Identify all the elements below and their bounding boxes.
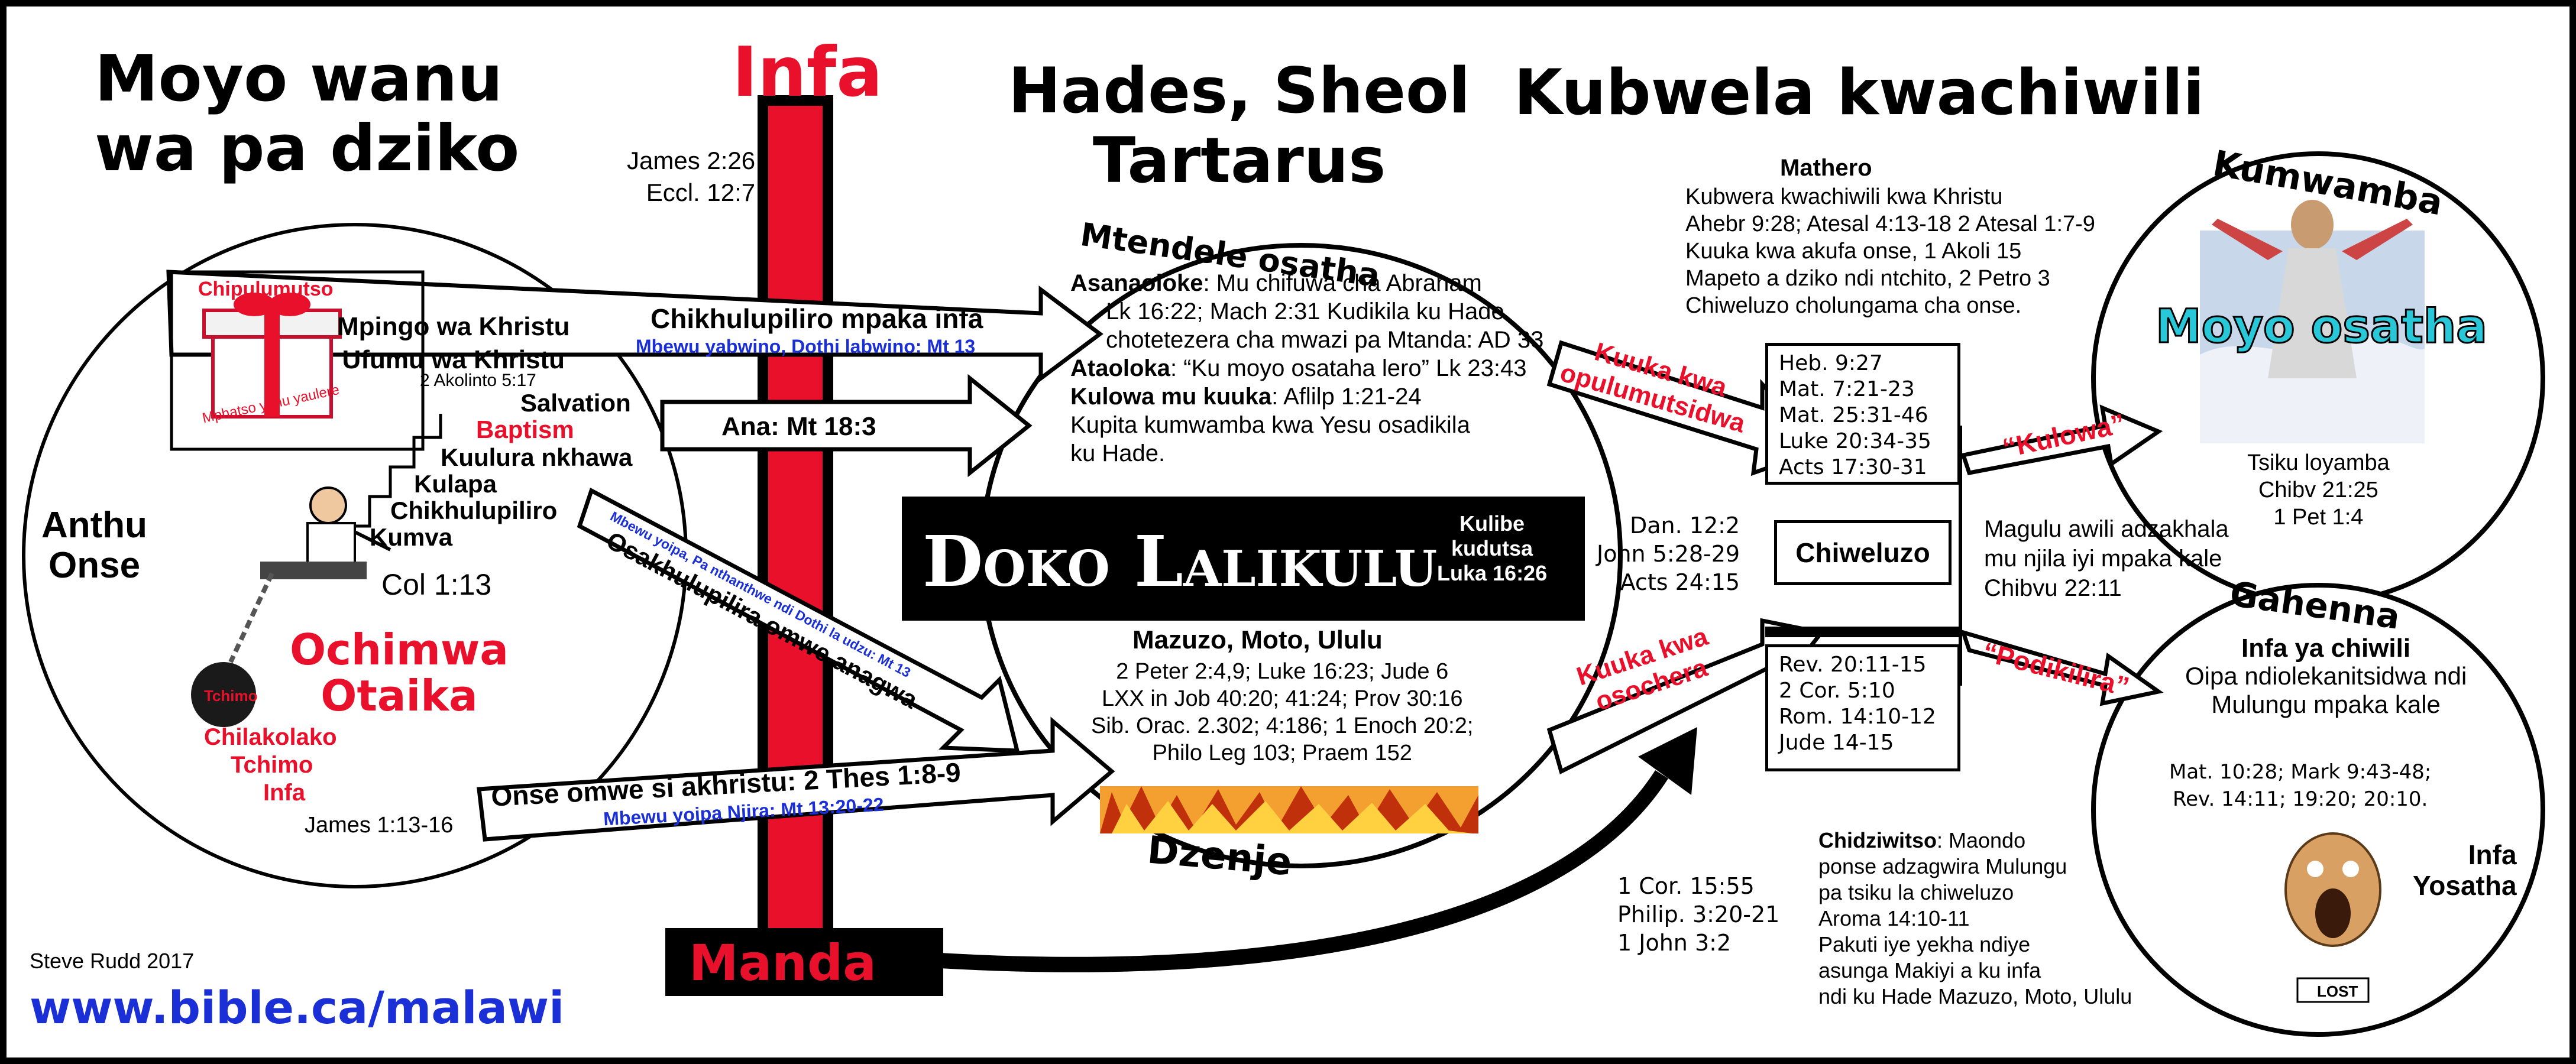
ana-arrow-text: Ana: Mt 18:3: [721, 412, 876, 441]
judgment-refs-lower: Rev. 20:11-15 2 Cor. 5:10 Rom. 14:10-12 …: [1765, 644, 1960, 771]
fallen-arrow: [577, 487, 1020, 753]
gift-label: Chipulumutso: [198, 278, 334, 300]
enter-heaven-arrow: [1960, 404, 2163, 476]
ball-chain-icon: [191, 572, 274, 727]
judgment-bar-bottom: [1765, 627, 1960, 637]
warning-text: Chidziwitso: Maondo ponse adzagwira Mulu…: [1818, 828, 2132, 1008]
unbeliever-arrow: [477, 716, 1115, 842]
paradise-line: Ataoloka: “Ku moyo osataha lero” Lk 23:4…: [1070, 355, 1527, 381]
second-death: Infa ya chiwili: [2241, 634, 2411, 663]
torment-refs: 2 Peter 2:4,9; Luke 16:23; Jude 6 LXX in…: [1091, 659, 1474, 765]
resurrection-refs: 1 Cor. 15:55 Philip. 3:20-21 1 John 3:2: [1617, 873, 1780, 956]
sin-chain-desire: Chilakolako: [204, 724, 337, 750]
tchimo-ball-label: Tchimo: [204, 687, 258, 705]
hell-circle: [2091, 583, 2545, 1037]
source-url[interactable]: www.bible.ca/malawi: [30, 981, 565, 1034]
col-ref: Col 1:13: [381, 568, 492, 601]
james-ref-2: James 1:13-16: [305, 813, 454, 838]
step-baptism: Baptism: [476, 416, 574, 443]
two-paths-text: Magulu awili adzakhala mu njila iyi mpak…: [1984, 516, 2229, 601]
james-ref: James 2:26 Eccl. 12:7: [627, 147, 756, 206]
author: Steve Rudd 2017: [30, 949, 195, 973]
title-infa: Infa: [732, 33, 883, 112]
label-grave: Manda: [689, 934, 876, 992]
label-all-people: Anthu Onse: [41, 505, 148, 586]
title-earthly-life: Moyo wanu wa pa dziko: [95, 42, 520, 186]
gulf-label: Doko Lalikulu: [923, 520, 1438, 602]
heaven-refs: Tsiku loyamba Chibv 21:25 1 Pet 1:4: [2247, 450, 2390, 530]
manda-box: [665, 928, 943, 996]
step-faith: Chikhulupiliro: [390, 497, 558, 524]
step-confession: Kuulura nkhawa: [441, 443, 633, 471]
title-second-coming: Kubwela kwachiwili: [1514, 56, 2205, 129]
church-label: Mpingo wa Khristu Ufumu wa Khristu: [337, 312, 570, 374]
paradise-line: ku Hade.: [1070, 440, 1166, 466]
faithful-arrow-title: Chikhulupiliro mpaka infa: [651, 303, 983, 334]
judgment-refs-upper: Heb. 9:27 Mat. 7:21-23 Mat. 25:31-46 Luk…: [1765, 343, 1960, 485]
stairs: [355, 414, 442, 528]
grave-arrow: [940, 770, 1668, 972]
mathero-lines: Kubwera kwachiwili kwa Khristu Ahebr 9:2…: [1685, 184, 2095, 318]
label-sinner-lost: Ochimwa Otaika: [290, 625, 509, 721]
screaming-face-icon: [2284, 832, 2381, 1003]
paradise-line: Asanaoloke: Mu chifuwa cha Abraham: [1070, 270, 1482, 296]
step-repent: Kulapa: [414, 470, 497, 498]
step-hear: Kumva: [370, 523, 453, 551]
lost-sign: LOST: [2317, 982, 2358, 1000]
fire-flames: [1100, 786, 1478, 833]
paradise-line: Lk 16:22; Mach 2:31 Kudikila ku Hade: [1106, 299, 1504, 325]
torment-title: Mazuzo, Moto, Ululu: [1132, 625, 1383, 654]
man-climbing-icon: [260, 486, 391, 579]
eternal-death: Infa Yosatha: [2413, 839, 2517, 901]
heaven-jesus-image: [2200, 200, 2425, 443]
sin-chain-sin: Tchimo: [231, 752, 313, 778]
ana-arrow: [660, 374, 1033, 478]
hell-separated: Oipa ndiolekanitsidwa ndi Mulungu mpaka …: [2185, 662, 2467, 718]
faithful-arrow-sub: Mbewu yabwino, Dothi labwino: Mt 13: [636, 336, 976, 357]
step-salvation: Salvation: [520, 389, 631, 417]
paradise-text: Asanaoloke: Mu chifuwa cha Abraham Lk 16…: [1070, 269, 1543, 468]
paradise-line: Kulowa mu kuuka: Aflilp 1:21-24: [1070, 384, 1422, 410]
mathero-title: Mathero: [1780, 155, 1872, 181]
paradise-line: chotetezera cha mwazi pa Mtanda: AD 33: [1106, 327, 1544, 353]
paradise-line: Kupita kumwamba kwa Yesu osadikila: [1070, 412, 1470, 438]
gulf-band: [902, 497, 1585, 621]
hell-refs: Mat. 10:28; Mark 9:43-48; Rev. 14:11; 19…: [2169, 760, 2432, 811]
judgment-label: Chiweluzo: [1774, 520, 1952, 585]
depart-hell-arrow: [1960, 629, 2164, 706]
akolinto-ref: 2 Akolinto 5:17: [420, 371, 536, 390]
gift-icon: [202, 293, 342, 419]
heaven-eternal-life: Moyo osatha: [2155, 300, 2488, 355]
grave-arrow-head: [1638, 727, 1697, 795]
life-arrows: [166, 270, 2164, 842]
sin-chain-death: Infa: [263, 780, 306, 806]
gulf-ref: Kulibe kudutsa Luka 16:26: [1437, 511, 1548, 585]
title-hades: Hades, Sheol Tartarus: [1008, 54, 1471, 197]
judgment-refs-left: Dan. 12:2 John 5:28-29 Acts 24:15: [1597, 512, 1740, 595]
